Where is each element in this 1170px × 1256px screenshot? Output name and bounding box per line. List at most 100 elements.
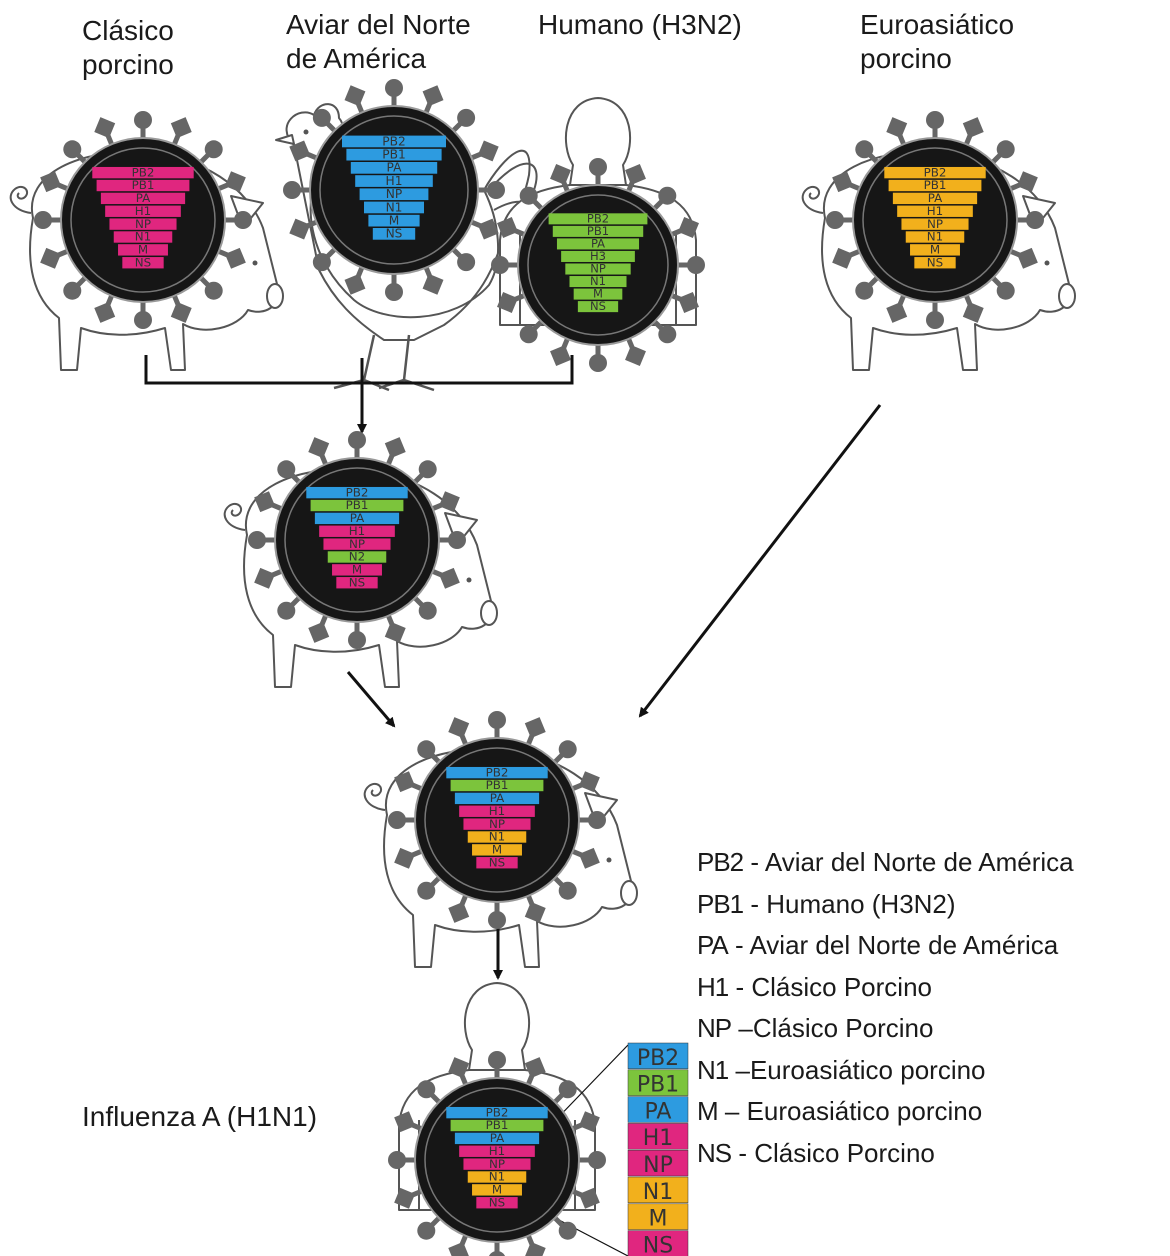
virion-euro: PB2PB1PAH1NPN1MNS [826,111,1044,329]
segment-label: PB2 [382,134,405,148]
hemagglutinin-spike [457,253,475,271]
legend-origin: Euroasiático porcino [750,1055,986,1085]
title-clasico-porcino: Clásico porcino [82,14,174,82]
hemagglutinin-spike [277,602,295,620]
virion-triple: PB2PB1PAH1NPN2MNS [248,431,466,649]
segment-label: NS [590,299,606,313]
stack-segment-label: PB2 [637,1046,679,1071]
hemagglutinin-spike [63,282,81,300]
segment-label: N1 [386,200,403,214]
segment-label: NS [927,255,943,269]
hemagglutinin-spike [388,811,406,829]
stack-segment-label: NS [643,1233,673,1256]
legend-separator: - [728,972,751,1002]
hemagglutinin-spike [588,811,606,829]
legend-origin: Aviar del Norte de América [765,847,1074,877]
neuraminidase-spike [886,117,907,138]
stack-segment-label: H1 [643,1126,674,1151]
segment-stack: PB2PB1PAH1NPN1MNS [628,1043,688,1256]
hemagglutinin-spike [658,187,676,205]
neuraminidase-spike [478,141,499,162]
hemagglutinin-spike [855,140,873,158]
hemagglutinin-spike [855,282,873,300]
hemagglutinin-spike [997,282,1015,300]
title-aviar-norte-america: Aviar del Norte de América [286,8,471,76]
legend-code: PB1 [697,889,743,919]
neuraminidase-spike [448,1242,469,1256]
hemagglutinin-spike [348,631,366,649]
title-euroasiatico-porcino: Euroasiático porcino [860,8,1014,76]
hemagglutinin-spike [559,1222,577,1240]
hemagglutinin-spike [687,256,705,274]
legend-separator: - [731,1138,754,1168]
neuraminidase-spike [525,1242,546,1256]
hemagglutinin-spike [385,79,403,97]
hemagglutinin-spike [419,602,437,620]
legend-code: M [697,1096,718,1126]
legend-origin: Clásico Porcino [754,1138,935,1168]
legend-row-pb1: PB1 - Humano (H3N2) [697,889,956,919]
hemagglutinin-spike [417,1080,435,1098]
segment-label: PB1 [382,148,405,162]
legend-separator: - [743,847,765,877]
legend-separator: – [718,1096,747,1126]
stack-segment-label: NP [643,1153,673,1178]
segment-label: NS [135,255,151,269]
neuraminidase-spike [94,117,115,138]
legend-row-np: NP –Clásico Porcino [697,1013,933,1043]
neuraminidase-spike [308,437,329,458]
hemagglutinin-spike [234,211,252,229]
hemagglutinin-spike [63,140,81,158]
hemagglutinin-spike [205,282,223,300]
hemagglutinin-spike [1026,211,1044,229]
hemagglutinin-spike [926,111,944,129]
hemagglutinin-spike [134,111,152,129]
neuraminidase-spike [550,164,571,185]
hemagglutinin-spike [658,325,676,343]
hemagglutinin-spike [448,531,466,549]
legend-origin: Aviar del Norte de América [749,930,1058,960]
hemagglutinin-spike [559,882,577,900]
legend-separator: - [728,930,750,960]
neuraminidase-spike [423,85,444,106]
neuraminidase-spike [625,345,646,366]
segment-label: PA [387,161,403,175]
hemagglutinin-spike [417,1222,435,1240]
hemagglutinin-spike [488,1051,506,1069]
hemagglutinin-spike [283,181,301,199]
legend-code: PB2 [697,847,743,877]
stack-segment-label: M [649,1207,668,1232]
stack-segment-label: PB1 [637,1073,679,1098]
hemagglutinin-spike [313,253,331,271]
virion-h1n1: PB2PB1PAH1NPN1MNS [388,1051,606,1256]
neuraminidase-spike [963,117,984,138]
legend-code: H1 [697,972,728,1002]
legend-separator: – [728,1055,750,1085]
legend-separator: - [743,889,766,919]
legend-code: NS [697,1138,731,1168]
virion-aviar: PB2PB1PAH1NPN1MNS [283,79,505,301]
hemagglutinin-spike [491,256,509,274]
legend-origin: Clásico Porcino [751,972,932,1002]
neuraminidase-spike [385,437,406,458]
hemagglutinin-spike [205,140,223,158]
title-influenza-a-h1n1: Influenza A (H1N1) [82,1100,317,1134]
hemagglutinin-spike [487,181,505,199]
segment-label: NS [489,855,505,869]
neuraminidase-spike [448,717,469,738]
neuraminidase-spike [289,219,310,240]
hemagglutinin-spike [520,187,538,205]
legend-code: PA [697,930,728,960]
hemagglutinin-spike [277,460,295,478]
hemagglutinin-spike [134,311,152,329]
hemagglutinin-spike [488,711,506,729]
eurasian-to-reassortant-arrow [640,405,880,716]
hemagglutinin-spike [417,740,435,758]
hemagglutinin-spike [388,1151,406,1169]
legend-row-n1: N1 –Euroasiático porcino [697,1055,986,1085]
hemagglutinin-spike [559,1080,577,1098]
legend-origin: Humano (H3N2) [766,889,955,919]
